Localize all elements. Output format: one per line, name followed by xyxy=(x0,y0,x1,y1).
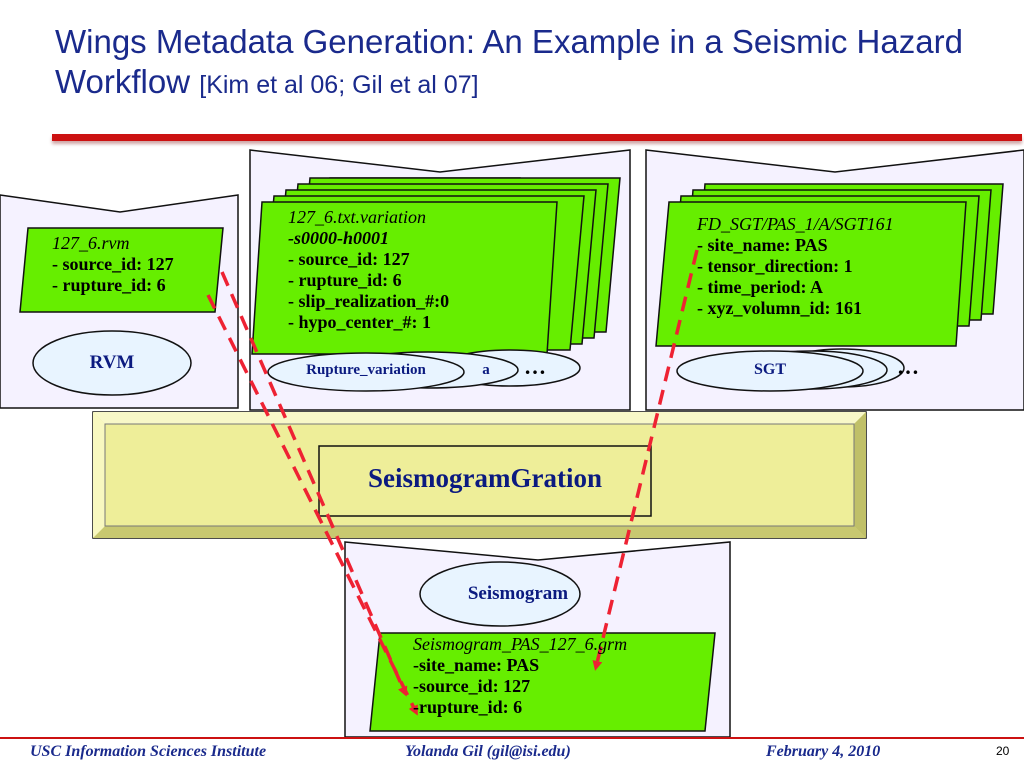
footer-institution: USC Information Sciences Institute xyxy=(30,743,267,760)
arrow-source-id xyxy=(220,271,408,697)
rupture-ellipse xyxy=(267,352,465,392)
sgt-note-text: FD_SGT/PAS_1/A/SGT161 - site_name: PAS -… xyxy=(697,214,894,318)
sgt-ellipse-label: SGT xyxy=(753,361,786,378)
rupture-ellipse-label: Rupture_variation xyxy=(306,362,426,378)
footer-author: Yolanda Gil (gil@isi.edu) xyxy=(405,743,571,760)
page-title: Wings Metadata Generation: An Example in… xyxy=(55,23,963,100)
sgt-note xyxy=(655,201,967,347)
rupture-ellipse-peek: a xyxy=(482,362,490,378)
seismogram-note-text: Seismogram_PAS_127_6.grm -site_name: PAS… xyxy=(413,634,628,717)
seismogram-ellipse-label: Seismogram xyxy=(467,583,569,604)
component-label: SeismogramGration xyxy=(368,463,602,493)
footer-date: February 4, 2010 xyxy=(766,743,881,760)
rvm-ellipse xyxy=(32,330,192,396)
sgt-ellipse xyxy=(676,350,864,392)
rupture-note-text: 127_6.txt.variation -s0000-h0001 - sourc… xyxy=(288,207,450,332)
title-divider xyxy=(52,134,1022,141)
seismogram-ellipse xyxy=(419,561,581,627)
footer-divider xyxy=(0,737,1024,739)
rvm-note xyxy=(19,227,224,313)
component-inner-box xyxy=(318,445,652,517)
sgt-more-dots: … xyxy=(897,354,919,379)
title-citation: [Kim et al 06; Gil et al 07] xyxy=(199,71,479,99)
rupture-more-dots: … xyxy=(524,354,546,379)
rvm-note-text: 127_6.rvm - source_id: 127 - rupture_id:… xyxy=(52,233,174,295)
rvm-ellipse-label: RVM xyxy=(89,352,135,373)
page-number: 20 xyxy=(996,744,1010,758)
arrow-rupture-id xyxy=(206,294,418,716)
